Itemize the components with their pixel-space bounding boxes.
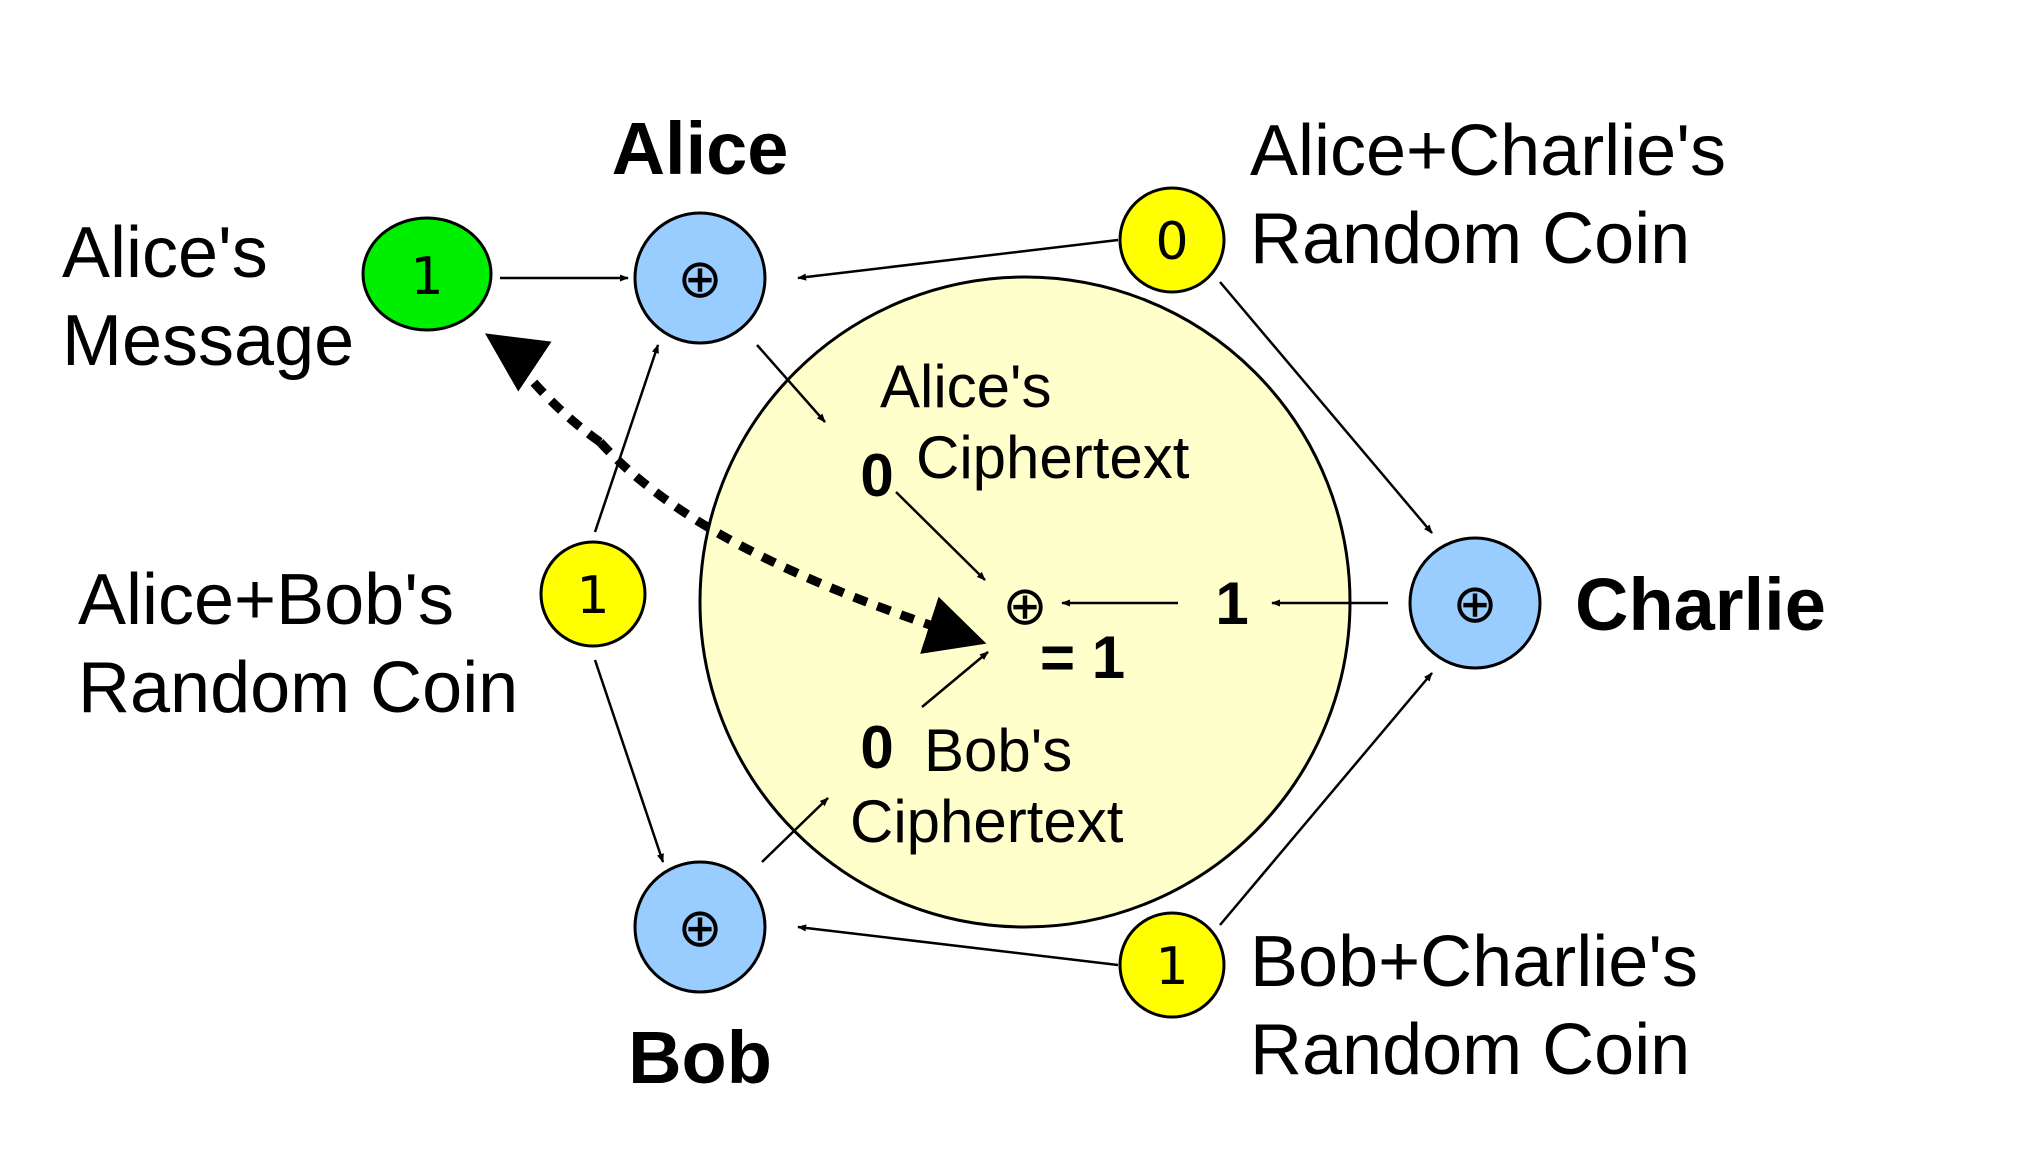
arrow-bc-coin-to-charlie (1219, 672, 1433, 926)
ac-coin-value: 0 (1155, 212, 1188, 272)
dashed-correspondence-arrow-lower (596, 438, 987, 654)
result-value: = 1 (1040, 624, 1125, 691)
alice-ciphertext-label-1: Alice's (880, 353, 1052, 420)
ab-coin-value: 1 (576, 566, 609, 626)
charlie-ciphertext-value: 1 (1215, 570, 1248, 637)
alice-ciphertext-label-2: Ciphertext (916, 424, 1190, 491)
charlie-name: Charlie (1575, 563, 1826, 646)
bob-xor-icon: ⊕ (677, 896, 722, 959)
bob-name: Bob (628, 1016, 772, 1099)
alice-ciphertext-value: 0 (860, 442, 893, 509)
ab-coin-label-2: Random Coin (78, 648, 518, 728)
bc-coin-value: 1 (1155, 937, 1188, 997)
alice-message-value: 1 (410, 247, 443, 307)
arrow-bc-coin-to-bob (797, 924, 1119, 967)
alice-message-label-2: Message (62, 301, 354, 381)
bob-xor-node (633, 860, 767, 994)
bob-ciphertext-value: 0 (860, 714, 893, 781)
ab-coin-label-1: Alice+Bob's (78, 560, 454, 640)
arrow-alice-ct-to-xor (895, 491, 986, 581)
dashed-correspondence-arrow (485, 333, 603, 446)
alice-message-label-1: Alice's (62, 213, 268, 293)
arrow-bob-to-table (761, 797, 829, 863)
arrow-alice-to-table (756, 344, 826, 423)
arrow-ac-coin-to-charlie (1219, 281, 1433, 534)
bc-coin-label-2: Random Coin (1250, 1010, 1690, 1090)
alice-xor-node (633, 211, 767, 345)
alice-message-node (361, 216, 493, 332)
bob-ciphertext-label-1: Bob's (924, 717, 1072, 784)
ac-coin-label-1: Alice+Charlie's (1250, 111, 1726, 191)
bc-coin-node (1118, 911, 1226, 1019)
flow-arrows (500, 238, 1433, 967)
table-xor-icon: ⊕ (1002, 574, 1047, 637)
ac-coin-node (1118, 186, 1226, 294)
charlie-xor-node (1408, 536, 1542, 670)
charlie-xor-icon: ⊕ (1452, 572, 1497, 635)
ac-coin-label-2: Random Coin (1250, 199, 1690, 279)
arrow-ab-coin-to-bob (593, 659, 665, 863)
arrow-bob-ct-to-xor (921, 651, 989, 708)
bob-ciphertext-label-2: Ciphertext (850, 788, 1124, 855)
alice-name: Alice (612, 107, 789, 190)
bc-coin-label-1: Bob+Charlie's (1250, 922, 1698, 1002)
alice-xor-icon: ⊕ (677, 247, 722, 310)
arrow-ab-coin-to-alice (593, 344, 660, 533)
ab-coin-node (539, 540, 647, 648)
arrow-ac-coin-to-alice (797, 238, 1119, 281)
